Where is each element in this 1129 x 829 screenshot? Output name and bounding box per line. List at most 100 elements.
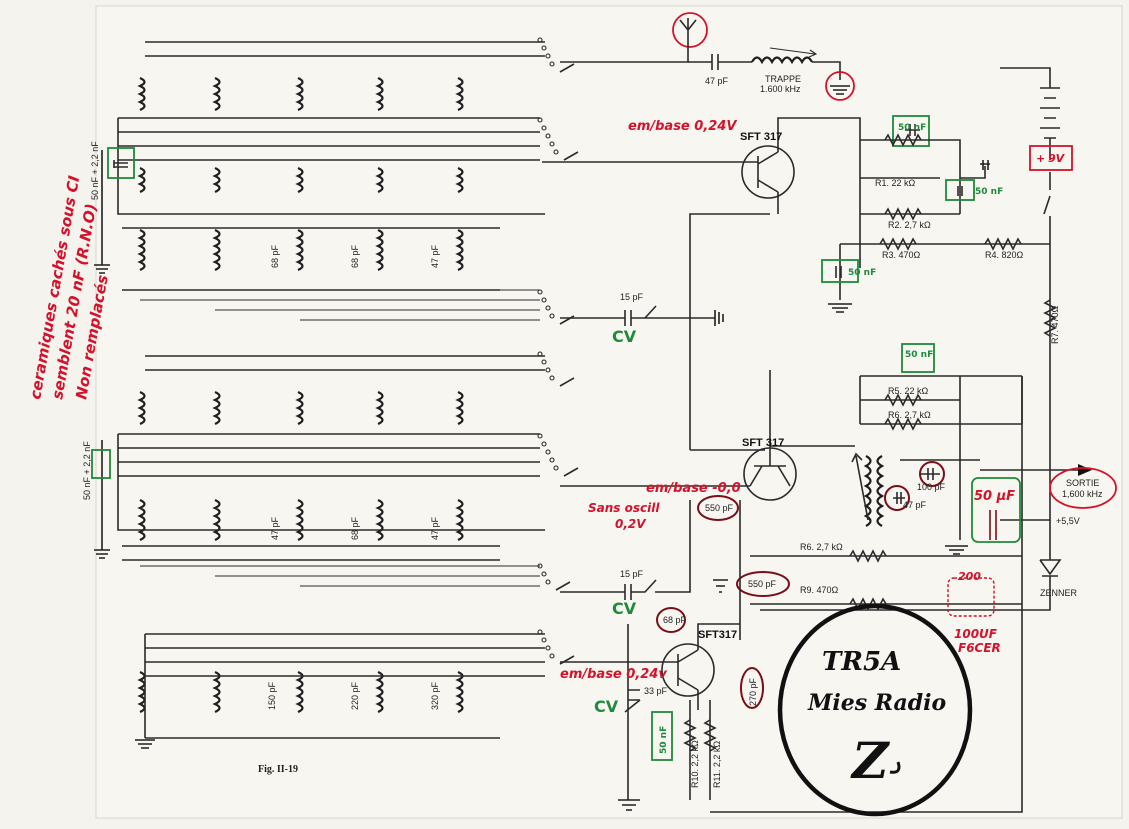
coil-cap-labels: 68 pF 68 pF 47 pF 47 pF 68 pF 47 pF 150 … [82,141,440,710]
c50-r3-label: 50 nF [848,268,876,278]
trap-freq-label: 1.600 kHz [760,84,801,94]
coil [212,166,221,194]
switch-contact [553,149,559,155]
ground-top-left [94,150,110,274]
title-signature: Z [850,731,891,790]
trap-label: TRAPPE [765,74,801,84]
switch-arm [555,581,571,591]
switch-contact [545,305,551,311]
coil [212,76,221,112]
coil [455,670,464,714]
cap-50uf-label: 50 µF [974,489,1015,504]
switch-contact [545,579,551,585]
switch-arm [563,151,579,161]
antenna-cap-label: 47 pF [705,76,729,86]
bias-network-mid: 50 nF R5. 22 kΩ R6. 2,7 kΩ [859,343,1023,540]
coil [212,228,221,272]
title-mies-radio: Mies Radio [807,690,946,716]
coil [375,390,384,426]
svg-text:220 pF: 220 pF [350,681,360,710]
switch-contact [549,61,555,67]
rf-coil-bank-mid [117,355,545,587]
coil [375,670,384,714]
c550-a-label: 550 pF [705,503,734,513]
emitter-resistors-top: R3. 470Ω R4. 820Ω 50 nF [821,237,1050,313]
coil [455,498,464,542]
coil [455,228,464,272]
svg-text:320 pF: 320 pF [430,681,440,710]
switch-contact [545,133,551,139]
coil [295,228,304,272]
scan-area [95,5,1123,819]
svg-text:47 pF: 47 pF [270,516,280,540]
coil [375,76,384,112]
coil [455,166,464,194]
svg-text:68 pF: 68 pF [350,244,360,268]
voltage-note-mid: em/base -0,0 [646,481,741,496]
switch-contact [549,375,555,381]
coil [137,390,146,426]
tuning-cap-top: 15 pF CV [560,292,724,346]
title-tr5a: TR5A [822,647,901,677]
switch-contact [541,441,547,447]
coil [295,390,304,426]
switch-contact [541,637,547,643]
decoupling-zener: 50 µF ZENNER [760,477,1078,611]
switch-arm [559,63,575,73]
cv3-label: CV [594,697,619,716]
switch-contact [549,141,555,147]
switch-arm [563,467,579,477]
coil [295,498,304,542]
switch-contact [545,449,551,455]
svg-text:68 pF: 68 pF [270,244,280,268]
voltage-note-bottom: em/base 0,24v [560,667,667,682]
voltage-note-top: em/base 0,24V [628,119,737,134]
switch-contact [541,359,547,365]
r4-label: R4. 820Ω [985,250,1024,260]
switch-contact [541,571,547,577]
c47-tank-label: 47 pF [903,500,927,510]
power-supply: + 9V R7. 470Ω [1000,67,1073,521]
c50-bottom-label: 50 nF [659,726,669,754]
output-label: SORTIE [1066,478,1099,488]
brand-label: F6CER [958,641,1001,655]
switch-contact [549,457,555,463]
c33-label: 33 pF [644,686,668,696]
c15-top-label: 15 pF [620,292,644,302]
trimmer-box-mid [91,449,111,479]
c50-top-label: 50 nF [898,123,926,133]
r3-label: R3. 470Ω [882,250,921,260]
trimmer-box-top [107,147,135,179]
antenna-symbol: 47 pF TRAPPE 1.600 kHz [560,12,855,101]
r11-label: R11. 2,2 kΩ [712,741,722,788]
c68-osc-label: 68 pF [663,615,687,625]
switch-contact [549,313,555,319]
cv1-label: CV [612,327,637,346]
switch-contact [553,465,559,471]
voltage-note-02v: 0,2V [615,517,647,531]
transistor-2-label: SFT 317 [742,437,784,449]
rf-coil-bank-bottom [144,633,545,739]
ground-bottom-left [135,739,155,749]
ground-mid-left [94,440,110,559]
switch-contact [541,45,547,51]
switch-contact [549,653,555,659]
coil [137,166,146,194]
battery-9v-label: 9V [1048,152,1066,165]
r7-label: R7. 470Ω [1050,305,1060,344]
coil [137,76,146,112]
c550-b-label: 550 pF [748,579,777,589]
output-transformer: 100 pF 47 pF [851,452,980,555]
switch-contact [537,117,543,123]
c50-r1-label: 50 nF [975,187,1003,197]
tuning-cap-mid: 15 pF CV [560,500,691,618]
coil [212,498,221,542]
switch-contact [545,53,551,59]
coil [212,390,221,426]
rf-coil-bank-top [117,37,579,714]
switch-contact [545,645,551,651]
coil [212,670,221,714]
svg-text:47 pF: 47 pF [430,516,440,540]
coil [375,166,384,194]
